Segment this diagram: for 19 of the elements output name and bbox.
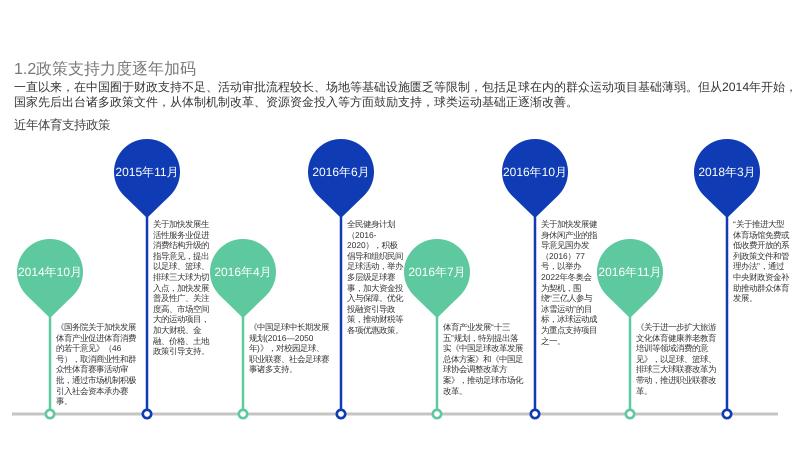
policy-text: 《国务院关于加快发展体育产业促进体育消费的若干意见》（46号），取消商业性和群众性体育赛事活动审批，通过市场机制积极引入社会资本承办赛事。: [56, 322, 138, 407]
date-label: 2014年10月: [16, 265, 84, 279]
date-label: 2016年7月: [407, 265, 467, 279]
section-heading: 近年体育支持政策: [14, 117, 110, 134]
date-label: 2016年4月: [213, 265, 273, 279]
intro-paragraph: 一直以来，在中国囿于财政支持不足、活动审批流程较长、场地等基础设施匮乏等限制，包括足球在内的群众运动项目基础薄弱。但从2014年开始，国家先后出台诸多政策文件，从体制机制改革、资源资金投入等方面鼓励支持，球类运动基础正逐渐改善。: [14, 80, 798, 110]
date-label: 2015年11月: [114, 165, 180, 179]
policy-text: 《关于进一步扩大旅游文化体育健康养老教育培训等领域消费的意见》，以足球、篮球、排球三大球联赛改革为带动，推进职业联赛改革。: [636, 322, 718, 396]
policy-text: 关于加快发展健身休闲产业的指导意见国办发（2016）77号，以举办2022年冬奥会为契机，围绕“三亿人参与冰雪运动”的目标，冰球运动成为重点支持项目之一。: [541, 219, 598, 346]
date-label: 2016年6月: [311, 165, 371, 179]
title: 1.2政策支持力度逐年加码: [14, 60, 196, 80]
date-label: 2016年10月: [502, 165, 568, 179]
policy-text: 全民健身计划（2016-2020），积极倡导和组织民间足球活动，举办多层级足球赛事，加大资金投入与保障。优化投融资引导政策，推动财税等各项优惠政策。: [347, 219, 404, 336]
date-label: 2016年11月: [597, 265, 663, 279]
policy-text: 关于加快发展生活性服务业促进消费结构升级的指导意见，提出以足球、篮球、排球三大球为切入点，加快发展普及性广、关注度高、市场空间大的运动项目，加大财税、金融、价格、土地政策引导支持。: [153, 219, 210, 357]
policy-text: 《中国足球中长期发展规划(2016—2050年)》，对校园足球、职业联赛、社会足球赛事诸多支持。: [249, 322, 330, 375]
policy-text: 体育产业发展“十三五”规划，特别提出落实《中国足球改革发展总体方案》和《中国足球协会调整改革方案》，推动足球市场化改革。: [443, 322, 524, 396]
date-label: 2018年3月: [697, 165, 757, 179]
policy-text: “关于推进大型体育场馆免费或低收费开放的系列政策文件和管理办法”，通过中央财政资金补助推动群众体育发展。: [733, 219, 790, 304]
